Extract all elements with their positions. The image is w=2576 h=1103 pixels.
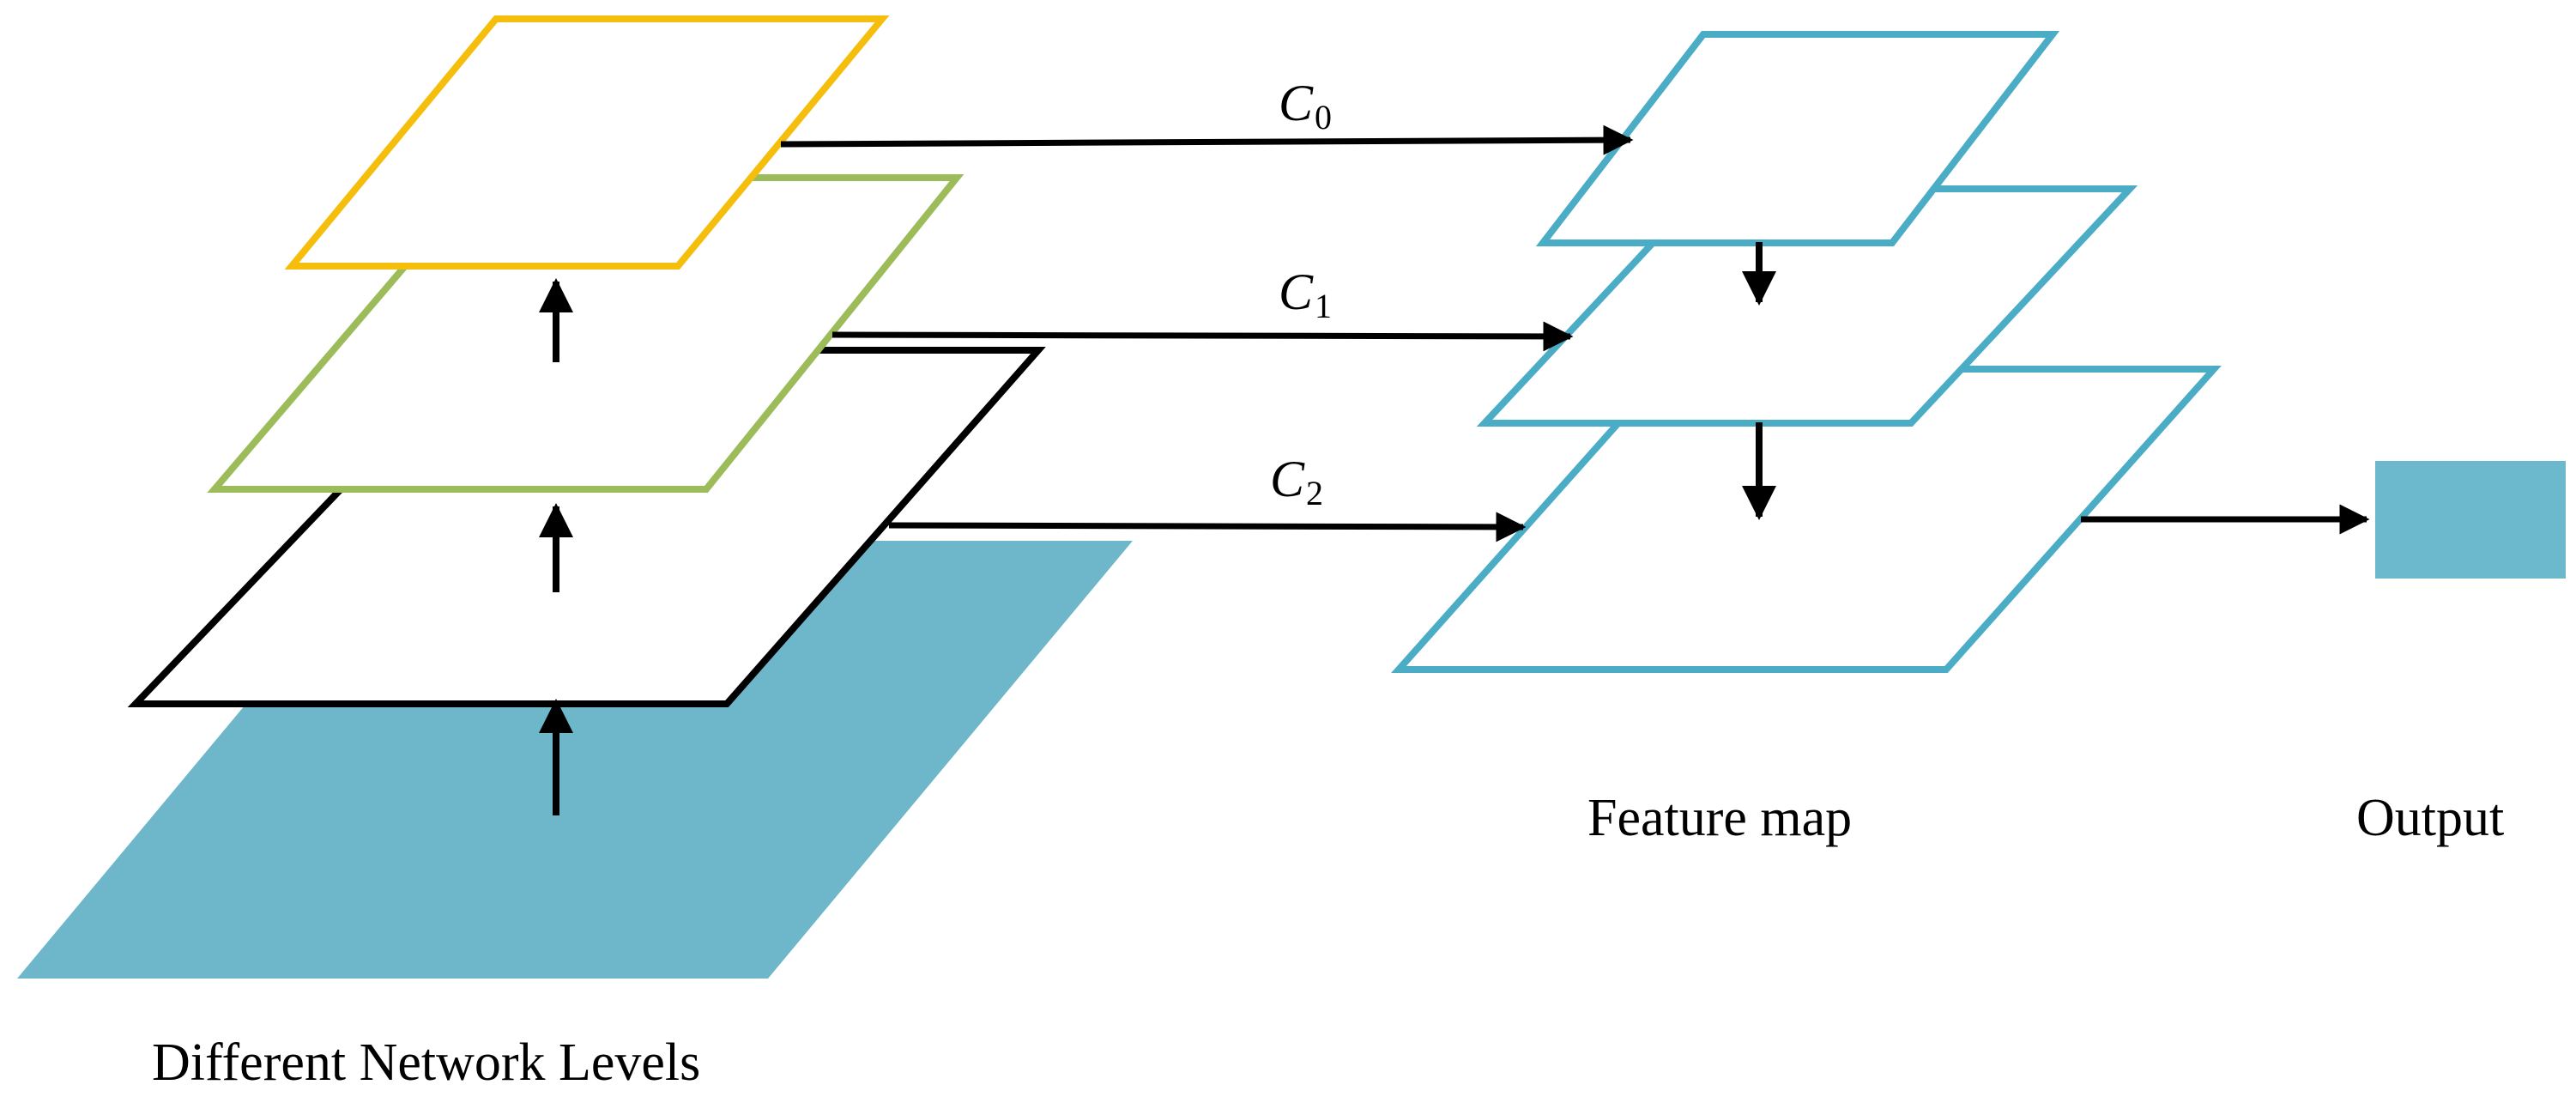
connection-label-c2: C2 [1270, 451, 1323, 512]
caption-feature-map: Feature map [1587, 789, 1852, 847]
connection-label-c1: C1 [1279, 264, 1332, 325]
connection-arrow-c2 [888, 512, 1527, 542]
connection-letter-c2: C [1270, 451, 1305, 507]
connection-subscript-c2: 2 [1306, 474, 1323, 512]
connection-subscript-c1: 1 [1315, 287, 1332, 325]
connection-arrow-c0 [780, 124, 1634, 155]
network-level-0-layer [284, 15, 890, 270]
connection-letter-c0: C [1279, 75, 1314, 131]
connection-arrow-c1 [831, 321, 1574, 352]
caption-output: Output [2356, 789, 2504, 847]
connection-subscript-c0: 0 [1315, 98, 1332, 136]
caption-different-network-levels: Different Network Levels [152, 1033, 700, 1092]
output-box [2375, 461, 2566, 579]
connection-label-c0: C0 [1279, 75, 1332, 136]
connection-letter-c1: C [1279, 264, 1314, 320]
feature-map-layer-0 [1535, 31, 2060, 246]
